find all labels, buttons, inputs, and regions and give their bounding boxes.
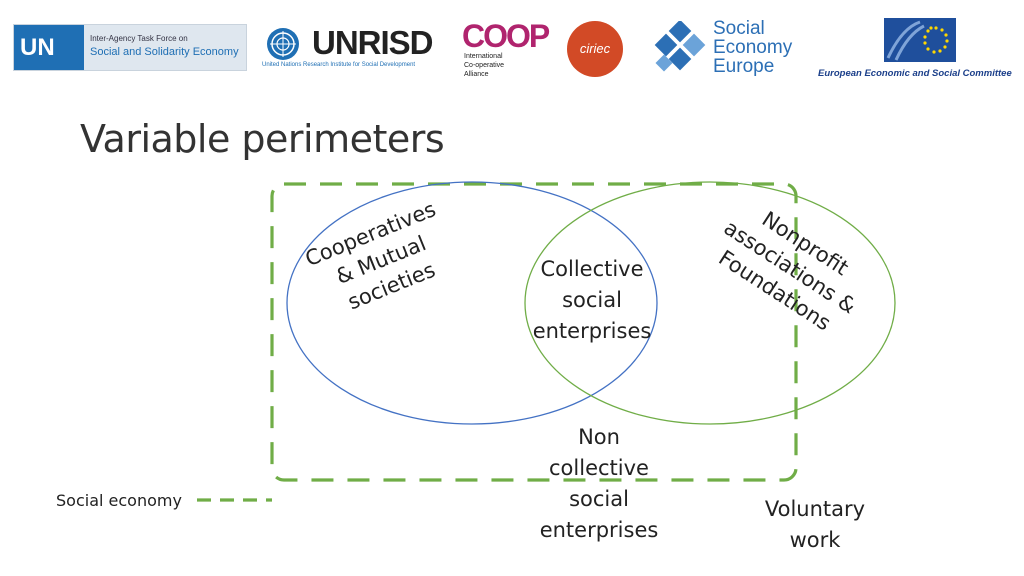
eesc-logo: European Economic and Social Committee [816,18,1024,80]
coop-sub-line: Co-operative [464,62,505,69]
un-logo-line1: Inter-Agency Task Force on [90,34,188,43]
un-emblem-icon [267,28,299,60]
label-line: enterprises [532,319,652,343]
label-line: social [569,487,629,511]
un-task-force-logo: UN Inter-Agency Task Force on Social and… [13,24,247,71]
label-line: Non [578,425,620,449]
social-economy-europe-logo: Social Economy Europe [652,19,812,81]
see-wordmark: Social Economy Europe [713,19,792,76]
label-line: collective [549,456,649,480]
un-mark: UN [14,25,84,70]
see-line: Europe [713,56,775,77]
unrisd-wordmark: UNRISD [312,24,434,61]
ciriec-logo: ciriec [567,21,623,77]
see-line: Social [713,18,765,39]
non-collective-social-enterprises-label: Non collective social enterprises [529,422,669,546]
collective-social-enterprises-label: Collective social enterprises [522,254,662,347]
diamond-mark-icon [654,21,706,72]
see-line: Economy [713,37,793,58]
unrisd-logo: UNRISD United Nations Research Institute… [262,24,442,72]
legend-label: Social economy [56,491,182,510]
ciriec-wordmark: ciriec [579,41,611,56]
voluntary-work-label: Voluntary work [745,494,885,556]
unrisd-subtitle: United Nations Research Institute for So… [262,62,416,68]
logo-band: UN Inter-Agency Task Force on Social and… [0,0,1024,90]
label-line: Collective [540,257,644,281]
label-line: Voluntary [764,497,866,521]
coop-wordmark: COOP [462,18,550,54]
label-line: enterprises [539,518,659,542]
label-line: work [789,528,841,552]
coop-sub-line: International [464,53,503,60]
coop-sub-line: Alliance [464,71,489,78]
cooperatives-set [286,181,658,425]
eesc-name: European Economic and Social Committee [818,68,1012,79]
slide-title: Variable perimeters [80,117,445,161]
coop-subtitle: International Co-operative Alliance [464,52,504,79]
nonprofit-set [524,181,896,425]
coop-logo: COOP International Co-operative Alliance [462,18,552,80]
social-economy-perimeter [270,182,798,482]
label-line: social [562,288,622,312]
un-logo-line2: Social and Solidarity Economy [90,46,239,58]
eu-flag-icon [884,18,956,62]
